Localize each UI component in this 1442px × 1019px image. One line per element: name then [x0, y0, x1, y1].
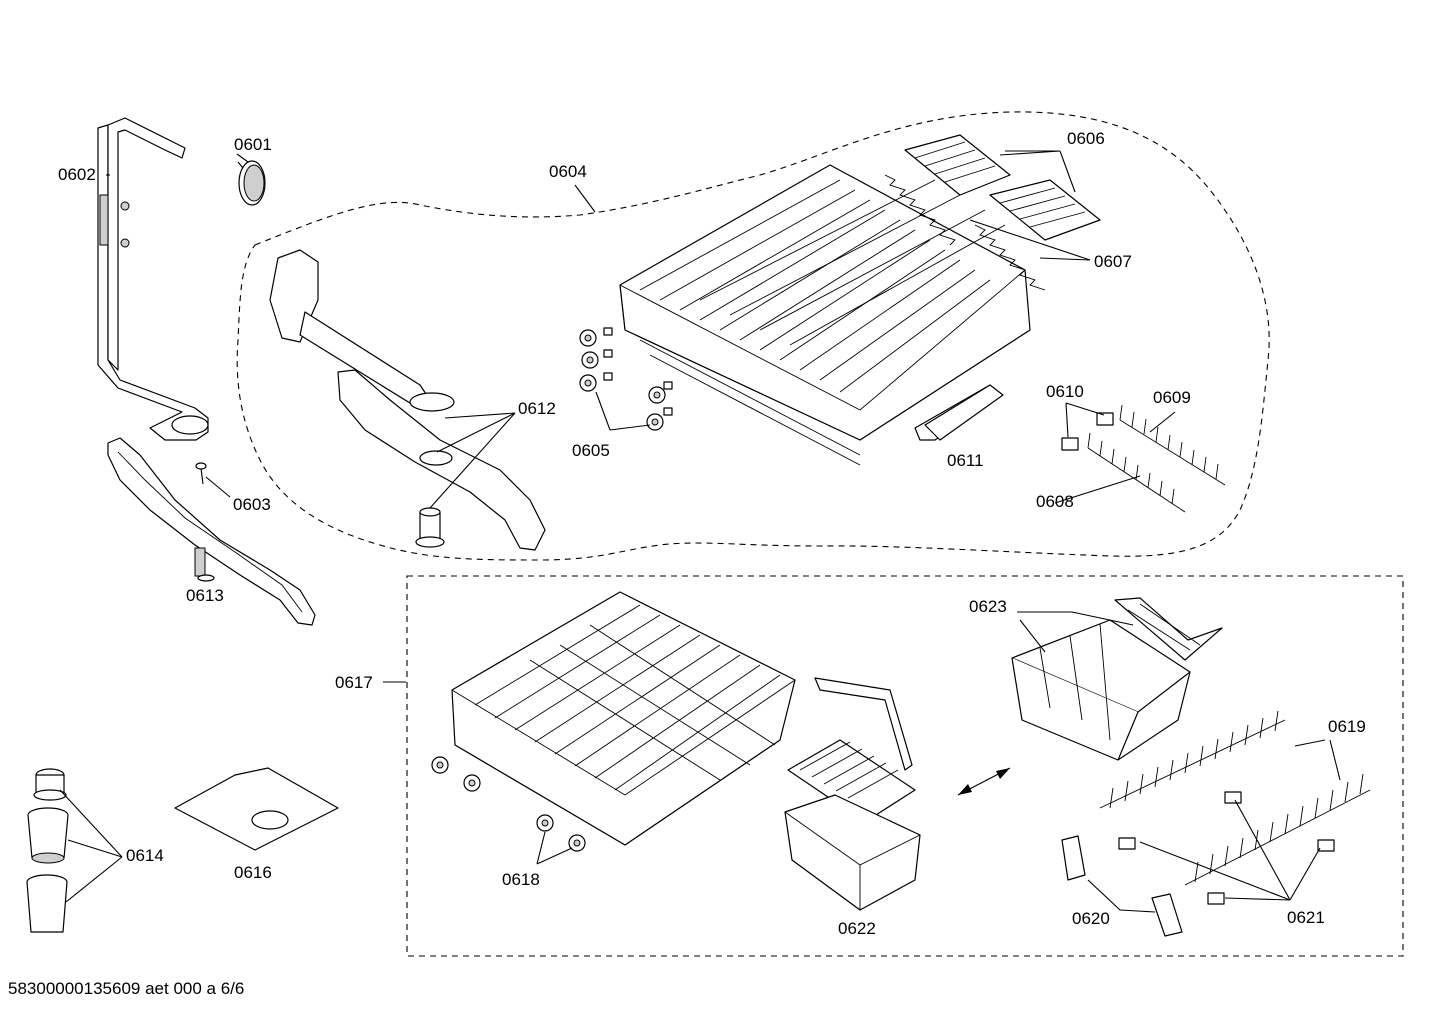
leader-lines — [59, 150, 1341, 913]
label-0604: 0604 — [549, 162, 587, 181]
label-0603: 0603 — [233, 495, 271, 514]
label-0614: 0614 — [126, 846, 164, 865]
tine-rows-0619 — [1099, 710, 1371, 905]
label-0619: 0619 — [1328, 717, 1366, 736]
label-0609: 0609 — [1153, 388, 1191, 407]
label-0606: 0606 — [1067, 129, 1105, 148]
label-0623: 0623 — [969, 597, 1007, 616]
upper-spray-arm-0612 — [269, 249, 546, 551]
label-0610: 0610 — [1046, 382, 1084, 401]
label-0612: 0612 — [518, 399, 556, 418]
handle-0611 — [924, 384, 1004, 441]
label-0618: 0618 — [502, 870, 540, 889]
filters-0614 — [26, 768, 69, 933]
label-0617: 0617 — [335, 673, 373, 692]
group-box-0617 — [406, 575, 1404, 957]
lower-spray-arm-0613 — [107, 437, 316, 626]
cover-plate-0616 — [174, 767, 339, 851]
rack-rollers-0618 — [431, 756, 586, 852]
document-footer-id: 58300000135609 aet 000 a 6/6 — [8, 979, 245, 998]
label-0601: 0601 — [234, 135, 272, 154]
cup-racks-0606 — [904, 134, 1101, 241]
lower-basket-0617 — [451, 591, 796, 846]
label-0602: 0602 — [58, 165, 96, 184]
label-0608: 0608 — [1036, 492, 1074, 511]
screw-0603 — [195, 462, 207, 485]
sieve-cap-0601 — [237, 160, 266, 206]
label-0607: 0607 — [1094, 252, 1132, 271]
label-0620: 0620 — [1072, 909, 1110, 928]
swap-arrows — [957, 767, 1011, 796]
cutlery-basket-0623 — [1011, 597, 1223, 761]
label-0622: 0622 — [838, 919, 876, 938]
tine-rows-0608-0609 — [1061, 404, 1226, 513]
label-0611: 0611 — [947, 451, 984, 470]
label-0605: 0605 — [572, 441, 610, 460]
group-outline-0604 — [236, 111, 1270, 561]
cutlery-basket-0622 — [784, 677, 921, 911]
tine-strips-0607 — [884, 174, 1046, 291]
clips-0620 — [1061, 835, 1183, 937]
label-0616: 0616 — [234, 863, 272, 882]
supply-pipe-0602 — [97, 117, 209, 441]
label-0621: 0621 — [1287, 908, 1325, 927]
rack-rollers-0605 — [579, 327, 673, 431]
label-0613: 0613 — [186, 586, 224, 605]
